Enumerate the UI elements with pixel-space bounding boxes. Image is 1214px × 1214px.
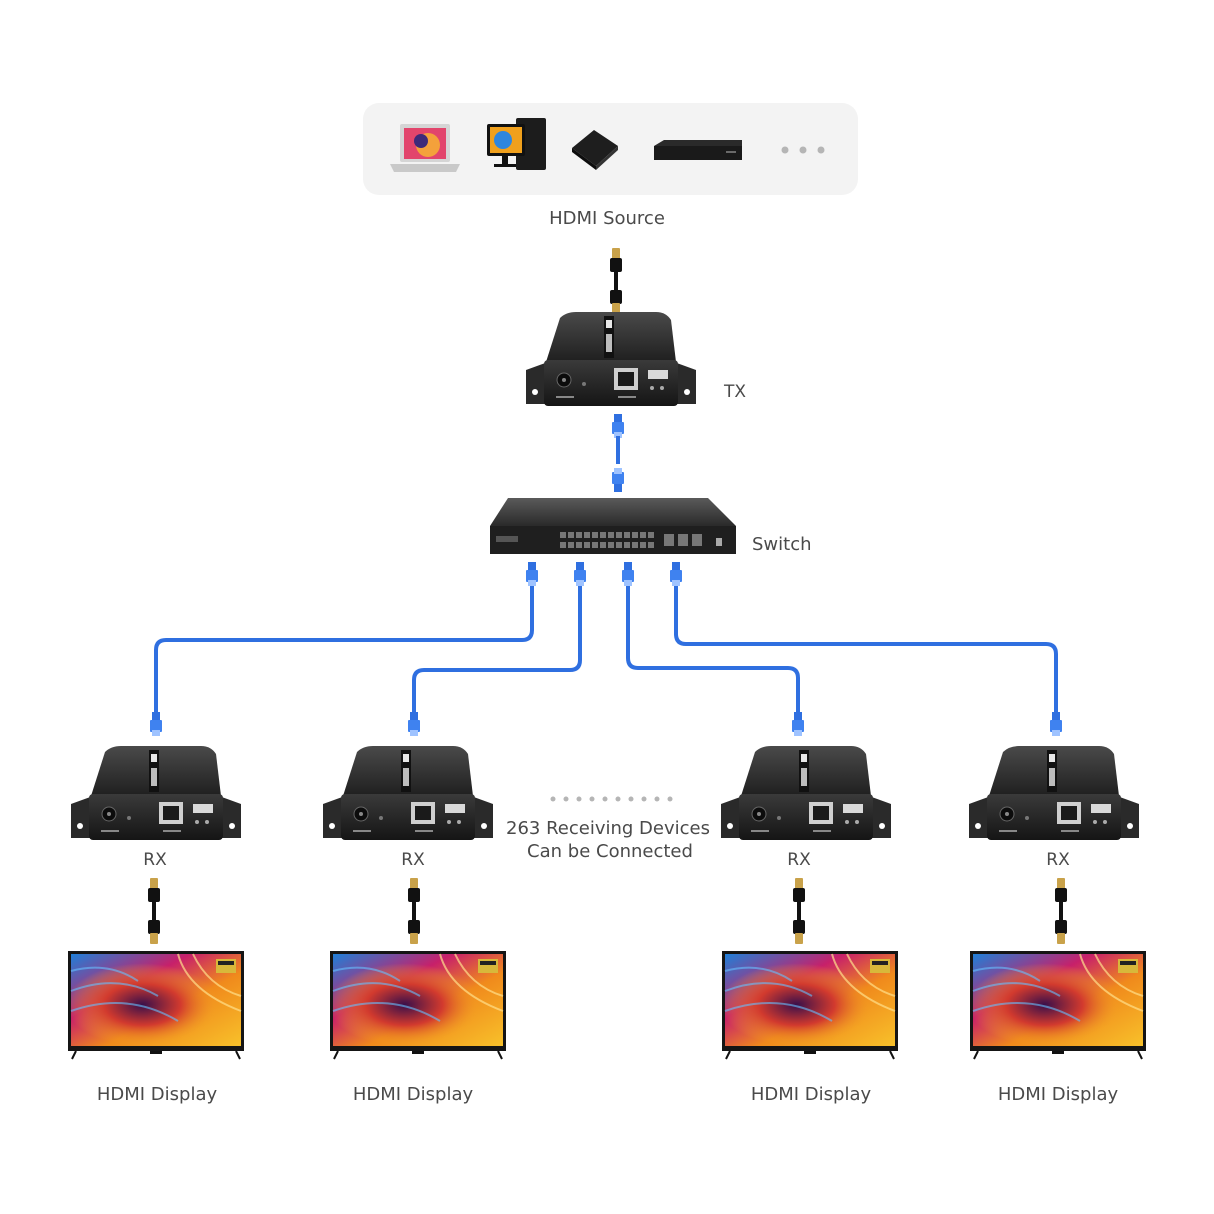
receiver-device-4: [968, 745, 1140, 841]
hdmi-display-2: [329, 950, 507, 1060]
rj45-plugs-switch: [526, 562, 682, 586]
receiver-label-2: RX: [401, 850, 425, 870]
receiver-device-2: [322, 745, 494, 841]
blu-ray-player-icon: [654, 140, 742, 160]
display-label-3: HDMI Display: [751, 1084, 872, 1105]
display-label-1: HDMI Display: [97, 1084, 218, 1105]
source-label: HDMI Source: [549, 208, 665, 229]
more-devices-dots: [550, 796, 673, 802]
hdmi-cable-icon: [610, 248, 622, 314]
hdmi-display-4: [969, 950, 1147, 1060]
hdmi-cable-icon: [1055, 878, 1067, 944]
receiving-devices-note-line2: Can be Connected: [527, 841, 693, 862]
receiver-label-1: RX: [143, 850, 167, 870]
hdmi-display-1: [67, 950, 245, 1060]
receiver-device-3: [720, 745, 892, 841]
receiver-label-3: RX: [787, 850, 811, 870]
network-switch-device: [490, 498, 736, 554]
rj45-plugs-rx: [150, 712, 1062, 736]
desktop-pc-icon: [487, 118, 546, 170]
switch-label: Switch: [752, 534, 812, 555]
hdmi-cable-icon: [148, 878, 160, 944]
hdmi-cable-icon: [793, 878, 805, 944]
more-dots-icon: [781, 146, 825, 154]
ethernet-cable-tx-switch: [612, 414, 624, 492]
hdmi-display-3: [721, 950, 899, 1060]
receiver-device-1: [70, 745, 242, 841]
ethernet-cables-switch-rx: [154, 584, 1058, 715]
receiver-label-4: RX: [1046, 850, 1070, 870]
tv-box-icon: [572, 130, 618, 170]
hdmi-cable-icon: [408, 878, 420, 944]
transmitter-device: [525, 311, 697, 407]
receiving-devices-note-line1: 263 Receiving Devices: [506, 818, 710, 839]
transmitter-label: TX: [723, 382, 746, 402]
display-label-4: HDMI Display: [998, 1084, 1119, 1105]
laptop-icon: [390, 124, 460, 172]
display-label-2: HDMI Display: [353, 1084, 474, 1105]
